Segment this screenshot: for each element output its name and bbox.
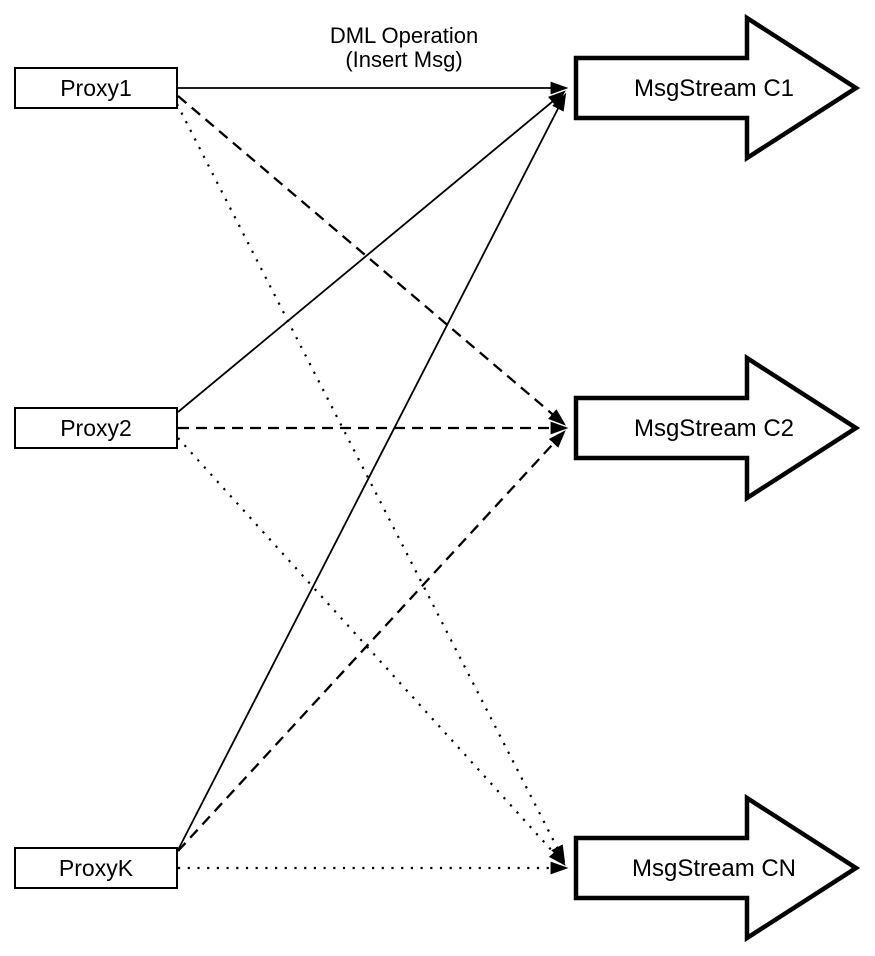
proxy-node-proxy2: Proxy2 bbox=[14, 407, 178, 449]
edge-proxy2-c1 bbox=[177, 90, 566, 413]
edges-group bbox=[176, 81, 569, 875]
proxy-box bbox=[14, 847, 178, 889]
stream-label: MsgStream C2 bbox=[634, 415, 794, 442]
stream-node-c2: MsgStream C2 bbox=[573, 353, 861, 503]
stream-block-arrow bbox=[573, 13, 861, 163]
annotation-line1: DML Operation bbox=[330, 23, 478, 48]
edge-proxy1-c2 bbox=[177, 95, 566, 426]
edge-proxy2-cn bbox=[177, 437, 566, 866]
stream-node-cn: MsgStream CN bbox=[573, 793, 861, 943]
proxy-label: Proxy2 bbox=[60, 415, 132, 441]
edge-proxy1-cn bbox=[176, 103, 566, 864]
stream-block-arrow bbox=[573, 353, 861, 503]
proxy-box bbox=[14, 67, 178, 109]
stream-block-arrow bbox=[573, 793, 861, 943]
edge-proxyk-c1 bbox=[177, 92, 567, 851]
annotation-line2: (Insert Msg) bbox=[345, 47, 462, 72]
proxy-node-proxy1: Proxy1 bbox=[14, 67, 178, 109]
dml-operation-annotation: DML Operation (Insert Msg) bbox=[330, 23, 478, 72]
edge-proxyk-c2 bbox=[177, 430, 566, 852]
stream-label: MsgStream CN bbox=[632, 855, 796, 882]
stream-label: MsgStream C1 bbox=[634, 75, 794, 102]
proxy-box bbox=[14, 407, 178, 449]
stream-node-c1: MsgStream C1 bbox=[573, 13, 861, 163]
proxy-label: ProxyK bbox=[59, 855, 134, 881]
proxy-label: Proxy1 bbox=[60, 75, 132, 101]
proxy-node-proxyk: ProxyK bbox=[14, 847, 178, 889]
